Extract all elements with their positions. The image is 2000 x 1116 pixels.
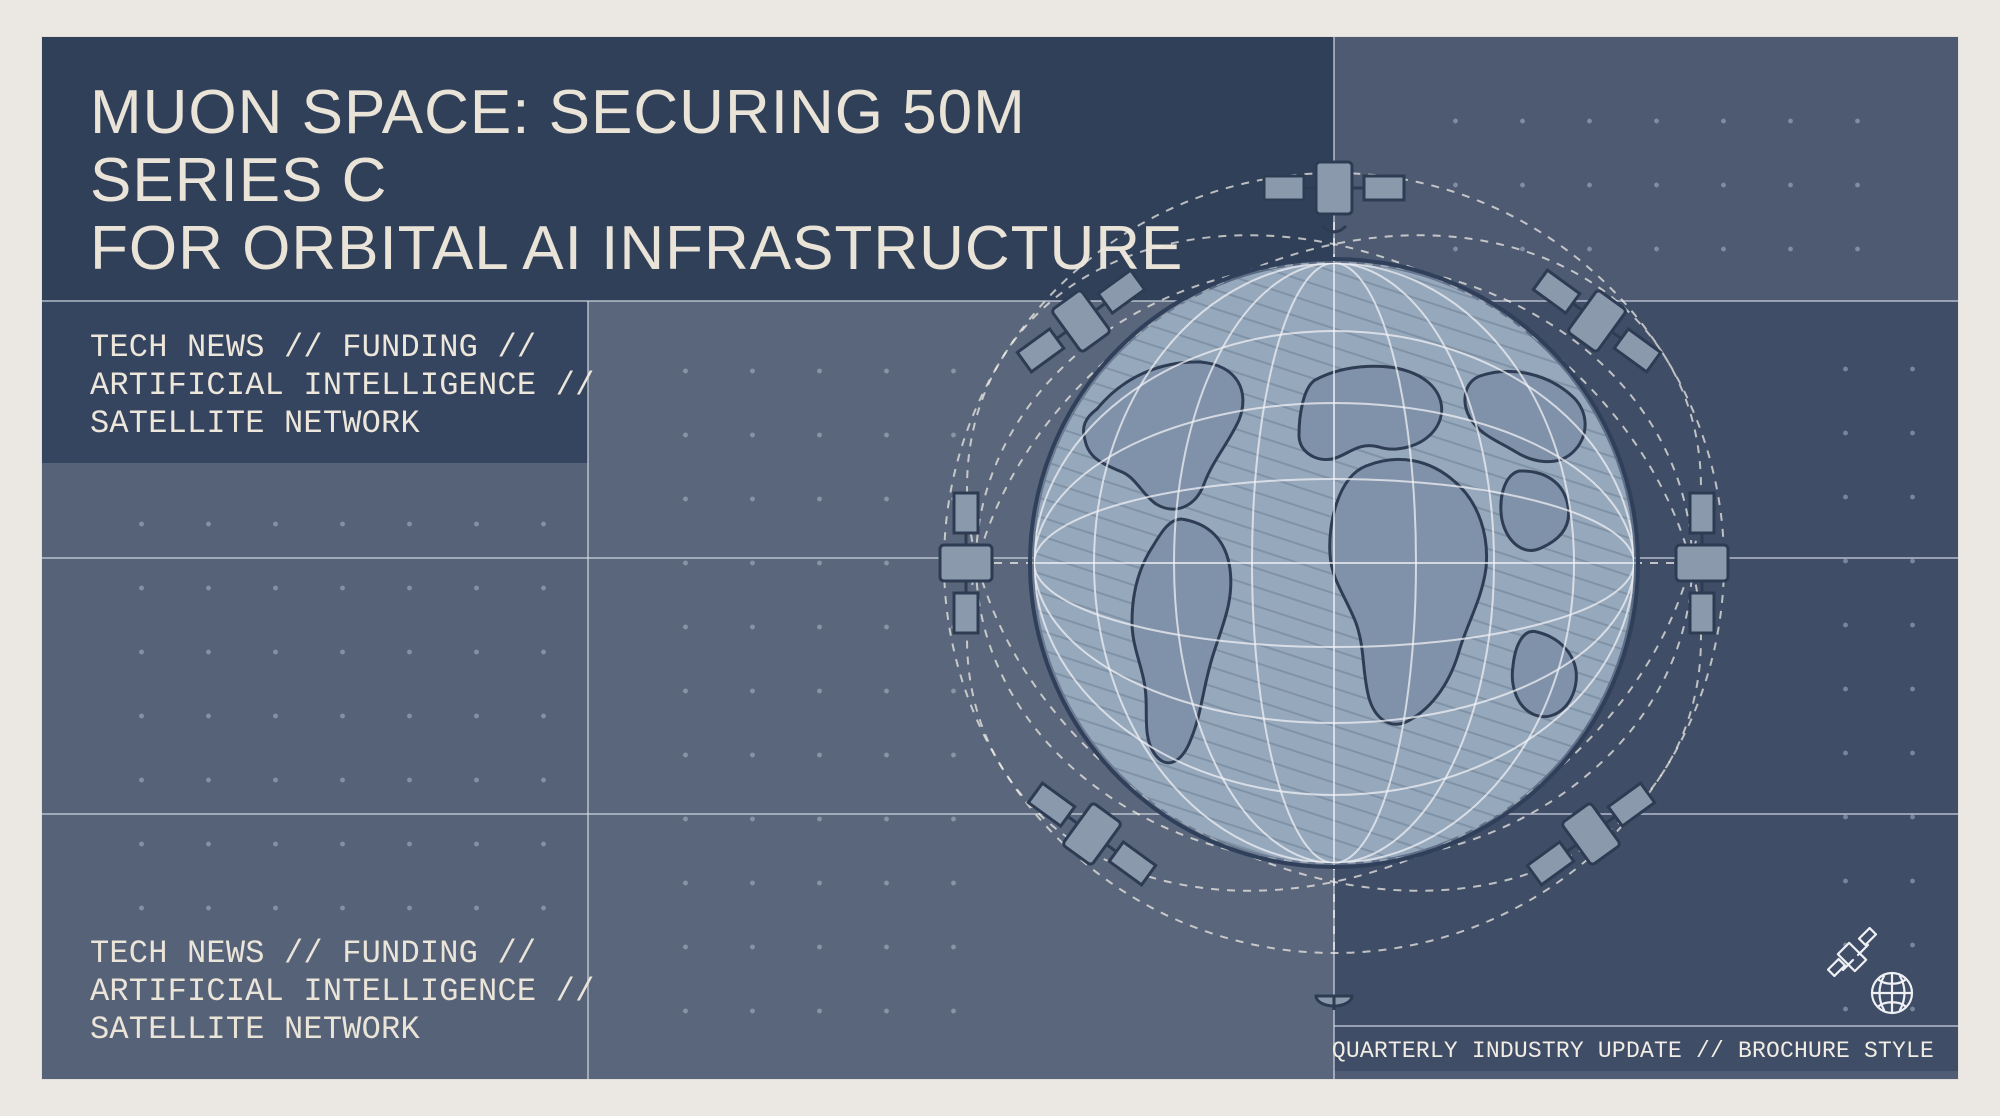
dot-grid-left xyxy=(108,492,578,922)
satellite-icon xyxy=(1015,268,1147,374)
footer-caption: QUARTERLY INDUSTRY UPDATE // BROCHURE ST… xyxy=(1331,1038,1934,1064)
top-tag-block: TECH NEWS // FUNDING // ARTIFICIAL INTEL… xyxy=(90,329,610,443)
title-line-2: FOR ORBITAL AI INFRASTRUCTURE xyxy=(90,214,1184,283)
orbit-visual xyxy=(938,160,1730,1010)
top-right-panel xyxy=(1334,37,1958,301)
satellite-icon xyxy=(1262,160,1406,234)
bottom-tag-line-3: SATELLITE NETWORK xyxy=(90,1011,420,1048)
satellite-icon xyxy=(938,491,994,635)
left-grid-panel xyxy=(42,463,588,1079)
bottom-tag-block: TECH NEWS // FUNDING // ARTIFICIAL INTEL… xyxy=(90,935,610,1049)
dot-grid-center xyxy=(652,339,1012,1059)
top-tag-line-1: TECH NEWS // FUNDING // xyxy=(90,329,537,366)
top-tag-line-2: ARTIFICIAL INTELLIGENCE // xyxy=(90,367,595,404)
top-tags-panel xyxy=(42,301,588,463)
satellite-dish-icon xyxy=(1314,994,1354,1010)
dot-grid-right xyxy=(1812,337,1932,1037)
globe-icon xyxy=(1028,257,1640,869)
top-tag-line-3: SATELLITE NETWORK xyxy=(90,405,420,442)
satellite-icon xyxy=(1026,781,1158,887)
satellite-icon xyxy=(1674,491,1730,635)
satellite-globe-icon xyxy=(1826,927,1914,1015)
satellite-icon xyxy=(1525,781,1657,887)
bottom-tag-line-1: TECH NEWS // FUNDING // xyxy=(90,935,537,972)
title-panel xyxy=(42,37,1334,301)
brochure-poster: MUON SPACE: SECURING 50M SERIES C FOR OR… xyxy=(42,37,1958,1079)
title-line-1: MUON SPACE: SECURING 50M SERIES C xyxy=(90,78,1026,215)
bottom-tag-line-2: ARTIFICIAL INTELLIGENCE // xyxy=(90,973,595,1010)
dot-grid-top-right xyxy=(1422,89,1902,299)
satellite-icon xyxy=(1531,268,1663,374)
page-title: MUON SPACE: SECURING 50M SERIES C FOR OR… xyxy=(90,79,1270,283)
